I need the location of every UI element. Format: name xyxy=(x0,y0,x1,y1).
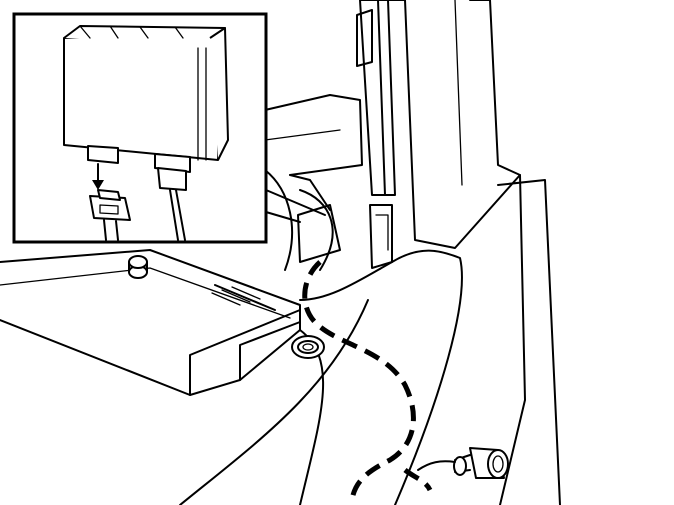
connector-plug xyxy=(89,189,131,241)
module-unit xyxy=(63,25,229,161)
attached-connector xyxy=(157,167,187,241)
detail-inset xyxy=(12,12,326,244)
insert-arrow-icon xyxy=(92,163,104,190)
grommet xyxy=(291,335,325,359)
socket-tab-right xyxy=(154,153,191,173)
routed-cable xyxy=(302,260,416,501)
side-connector xyxy=(417,447,509,479)
routed-cable-branch xyxy=(403,468,433,492)
socket-tab-left xyxy=(87,145,119,164)
pillar-tab xyxy=(356,9,373,67)
trim-panels xyxy=(0,0,561,505)
